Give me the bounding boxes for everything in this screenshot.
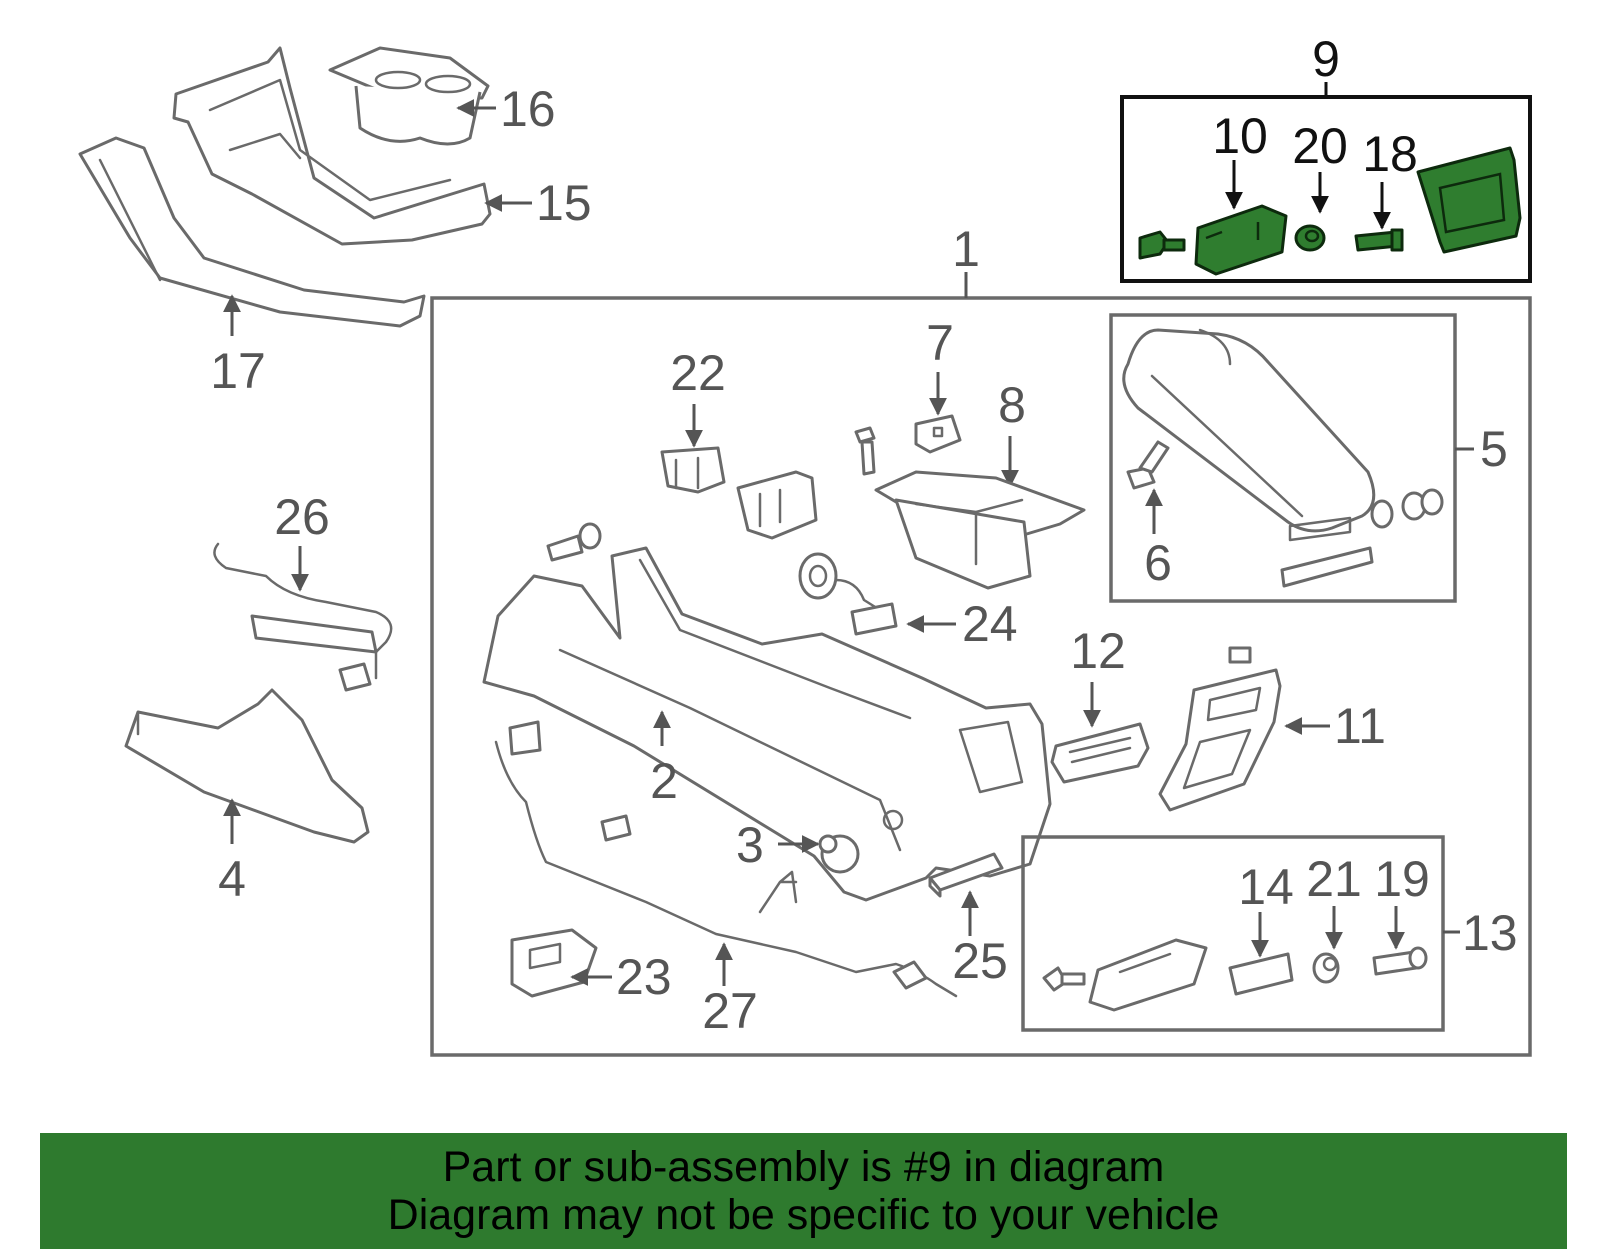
part-8-storage-bin xyxy=(874,470,1086,590)
callout-10: 10 xyxy=(1212,108,1268,164)
callout-13: 13 xyxy=(1462,905,1518,961)
callout-15: 15 xyxy=(536,175,592,231)
banner-line-1: Part or sub-assembly is #9 in diagram xyxy=(442,1143,1165,1191)
callout-4: 4 xyxy=(218,851,246,907)
part-3-plug xyxy=(818,834,860,874)
part-8-screw xyxy=(854,426,876,476)
callout-16: 16 xyxy=(500,81,556,137)
part-9-screw xyxy=(1138,230,1186,260)
part-10-bracket xyxy=(1194,204,1288,276)
callout-25: 25 xyxy=(952,933,1008,989)
callout-7: 7 xyxy=(926,315,954,371)
callout-24: 24 xyxy=(962,596,1018,652)
part-12-vent xyxy=(1050,722,1150,784)
part-11-bezel xyxy=(1158,646,1282,812)
part-2-screw xyxy=(546,522,602,562)
callout-2: 2 xyxy=(650,753,678,809)
callout-9: 9 xyxy=(1312,31,1340,87)
callout-20: 20 xyxy=(1292,118,1348,174)
part-13-screw xyxy=(1042,966,1086,992)
part-7-clip xyxy=(914,414,962,454)
callout-22: 22 xyxy=(670,345,726,401)
callout-3: 3 xyxy=(736,817,764,873)
part-5-armrest-lid xyxy=(1122,328,1376,588)
subassembly-9-box xyxy=(1120,82,1532,283)
part-23-switch xyxy=(510,928,598,998)
callout-26: 26 xyxy=(274,489,330,545)
part-25-trim xyxy=(928,852,1004,898)
part-bezel-bracket xyxy=(736,470,818,540)
callout-1: 1 xyxy=(952,221,980,277)
callout-23: 23 xyxy=(616,949,672,1005)
part-27-harness xyxy=(494,720,958,998)
banner-line-2: Diagram may not be specific to your vehi… xyxy=(387,1191,1220,1239)
part-19-pin xyxy=(1372,946,1428,976)
part-5-washers xyxy=(1370,488,1444,529)
part-22-switch xyxy=(660,446,726,494)
callout-19: 19 xyxy=(1374,851,1430,907)
part-26-harness xyxy=(213,542,393,692)
part-9-panel xyxy=(1416,146,1522,254)
callout-18: 18 xyxy=(1362,126,1418,182)
callout-5: 5 xyxy=(1480,421,1508,477)
info-banner: Part or sub-assembly is #9 in diagram Di… xyxy=(40,1133,1567,1249)
part-15-trim-plate xyxy=(172,46,492,246)
part-4-side-panel xyxy=(124,688,370,844)
part-2-console-body xyxy=(482,546,1052,902)
part-16-cup-holder xyxy=(328,46,490,146)
callout-12: 12 xyxy=(1070,623,1126,679)
callout-27: 27 xyxy=(702,983,758,1039)
assembly-5-box xyxy=(1109,313,1457,603)
part-20-clip xyxy=(1294,224,1326,252)
callout-14: 14 xyxy=(1238,859,1294,915)
callout-6: 6 xyxy=(1144,535,1172,591)
part-13-bracket xyxy=(1088,938,1208,1012)
part-18-pin xyxy=(1354,228,1404,252)
part-21-clip xyxy=(1312,952,1340,984)
callout-8: 8 xyxy=(998,377,1026,433)
callout-17: 17 xyxy=(210,343,266,399)
callout-11: 11 xyxy=(1334,698,1386,754)
part-17-side-trim xyxy=(78,136,426,328)
part-24-harness xyxy=(798,552,898,636)
assembly-1-box xyxy=(430,296,1532,1057)
callout-21: 21 xyxy=(1306,851,1362,907)
part-6-screw xyxy=(1126,440,1170,490)
part-14-pad xyxy=(1228,952,1294,996)
